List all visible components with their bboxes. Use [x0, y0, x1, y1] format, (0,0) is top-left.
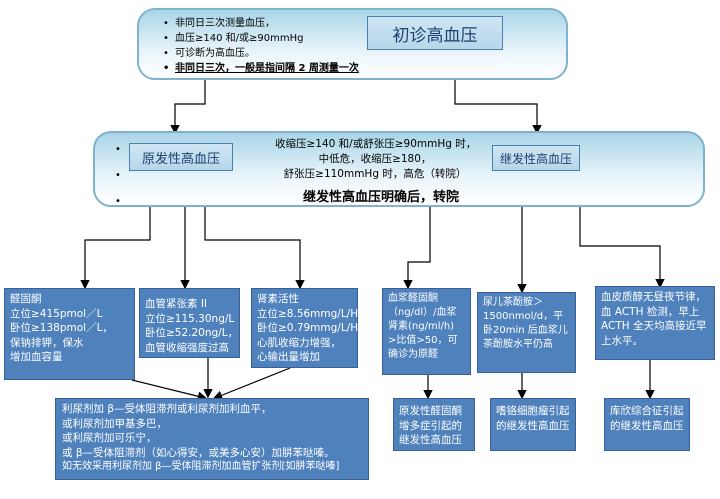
- initial-diagnosis-panel: 非同日三次测量血压， 血压≥140 和/或≥90mmHg 可诊断为高血压。 非同…: [137, 8, 568, 80]
- cortisol-box: 血皮质醇无昼夜节律，血 ACTH 检测，早上 ACTH 全天均高接近早上水平。: [595, 286, 715, 360]
- arrow-top-to-secondary: [454, 80, 542, 135]
- criteria-item: 非同日三次测量血压，: [163, 16, 359, 31]
- criteria-item-note: 非同日三次，一般是指间隔 2 周测量一次: [163, 61, 359, 76]
- arrow-renin-activity-to-treatment: [212, 367, 291, 400]
- bullet-marks: •••: [115, 144, 121, 207]
- box-line: 立位≥115.30ng/L: [145, 312, 235, 325]
- criteria-item: 可诊断为高血压。: [163, 46, 359, 61]
- box-line: 卧位≥0.79mmg/L/H，: [257, 322, 369, 334]
- box-text: 血浆醛固酮（ng/dl）/血浆肾素(ng/ml/h) >比值>50，可确诊为原醛: [388, 293, 458, 360]
- bp-line: 中低危，收缩压≥180，: [318, 153, 432, 165]
- arrow-renin-to-treatment: [131, 379, 208, 401]
- box-line: 增加血容量: [10, 351, 63, 363]
- box-text: 嗜铬细胞瘤引起的继发性高血压: [496, 405, 570, 432]
- aldosterone-ratio-box: 血浆醛固酮（ng/dl）/血浆肾素(ng/ml/h) >比值>50，可确诊为原醛: [382, 288, 471, 375]
- box-text: 库欣综合征引起的继发性高血压: [610, 405, 684, 432]
- initial-diagnosis-title: 初诊高血压: [367, 16, 503, 50]
- box-line: 卧位≥138pmol／L，: [10, 322, 113, 334]
- treatment-line: 或利尿剂加可乐宁，: [62, 432, 157, 444]
- box-line: 血管收缩强度过高: [145, 341, 229, 354]
- treatment-line: 利尿剂加 β—受体阻滞剂或利尿剂加利血平，: [62, 403, 272, 415]
- box-title: 血管紧张素 II: [145, 298, 208, 310]
- bp-line: 舒张压≥110mmHg 时，高危（转院）: [283, 168, 467, 180]
- treatment-line: 或 β—受体阻滞剂（如心得安，或美多心安）加肼苯哒嗪。: [62, 446, 335, 459]
- box-line: 立位≥415pmol／L: [10, 307, 103, 320]
- cushing-box: 库欣综合征引起的继发性高血压: [604, 398, 690, 451]
- box-text: 尿儿茶酚胺＞1500nmol/d，平卧20min 后血浆儿茶酚胺水平仍高: [483, 297, 568, 350]
- box-text: 原发性醛固酮增多症引起的继发性高血压: [399, 405, 462, 446]
- secondary-hypertension-label: 继发性高血压: [492, 145, 580, 171]
- box-title: 肾素活性: [257, 293, 299, 305]
- arrow-to-cortisol: [579, 205, 665, 289]
- treatment-line: 如无效采用利尿剂加 β—受体阻滞剂加血管扩张剂[如肼苯哒嗪]: [62, 461, 340, 472]
- arrow-top-to-primary: [170, 80, 206, 135]
- box-line: 心肌收缩力增强，: [257, 336, 341, 349]
- box-text: 血皮质醇无昼夜节律，血 ACTH 检测，早上 ACTH 全天均高接近早上水平。: [601, 291, 707, 347]
- primary-aldosteronism-box: 原发性醛固酮增多症引起的继发性高血压: [393, 398, 475, 451]
- transfer-emphasis: 继发性高血压明确后，转院: [303, 190, 460, 205]
- renin-activity-box: 肾素活性 立位≥8.56mmg/L/H 卧位≥0.79mmg/L/H， 心肌收缩…: [251, 288, 369, 368]
- criteria-item: 血压≥140 和/或≥90mmHg: [163, 31, 359, 46]
- bp-line: 收缩压≥140 和/或舒张压≥90mmHg 时，: [275, 138, 477, 150]
- box-line: 保钠排钾，保水: [10, 336, 84, 349]
- treatment-line: 或利尿剂加甲基多巴，: [62, 417, 167, 430]
- box-line: 卧位≥52.20ng/L，: [145, 327, 239, 339]
- arrow-to-aldo-ratio: [403, 205, 431, 290]
- classification-panel: ••• 原发性高血压 继发性高血压 收缩压≥140 和/或舒张压≥90mmHg …: [93, 131, 705, 207]
- box-line: 立位≥8.56mmg/L/H: [257, 307, 359, 320]
- pheochromocytoma-box: 嗜铬细胞瘤引起的继发性高血压: [490, 398, 576, 451]
- catecholamine-box: 尿儿茶酚胺＞1500nmol/d，平卧20min 后血浆儿茶酚胺水平仍高: [477, 292, 576, 373]
- bp-threshold-text: 收缩压≥140 和/或舒张压≥90mmHg 时， 中低危，收缩压≥180， 舒张…: [275, 137, 477, 182]
- box-line: 心输出量增加: [257, 351, 320, 363]
- treatment-box: 利尿剂加 β—受体阻滞剂或利尿剂加利血平， 或利尿剂加甲基多巴， 或利尿剂加可乐…: [55, 398, 369, 480]
- angiotensin-box: 血管紧张素 II 立位≥115.30ng/L 卧位≥52.20ng/L， 血管收…: [139, 288, 240, 358]
- aldosterone-box: 醛固酮 立位≥415pmol／L 卧位≥138pmol／L， 保钠排钾，保水 增…: [4, 288, 135, 380]
- diagnosis-criteria-list: 非同日三次测量血压， 血压≥140 和/或≥90mmHg 可诊断为高血压。 非同…: [161, 16, 359, 76]
- primary-hypertension-label: 原发性高血压: [129, 143, 233, 171]
- box-title: 醛固酮: [10, 293, 42, 305]
